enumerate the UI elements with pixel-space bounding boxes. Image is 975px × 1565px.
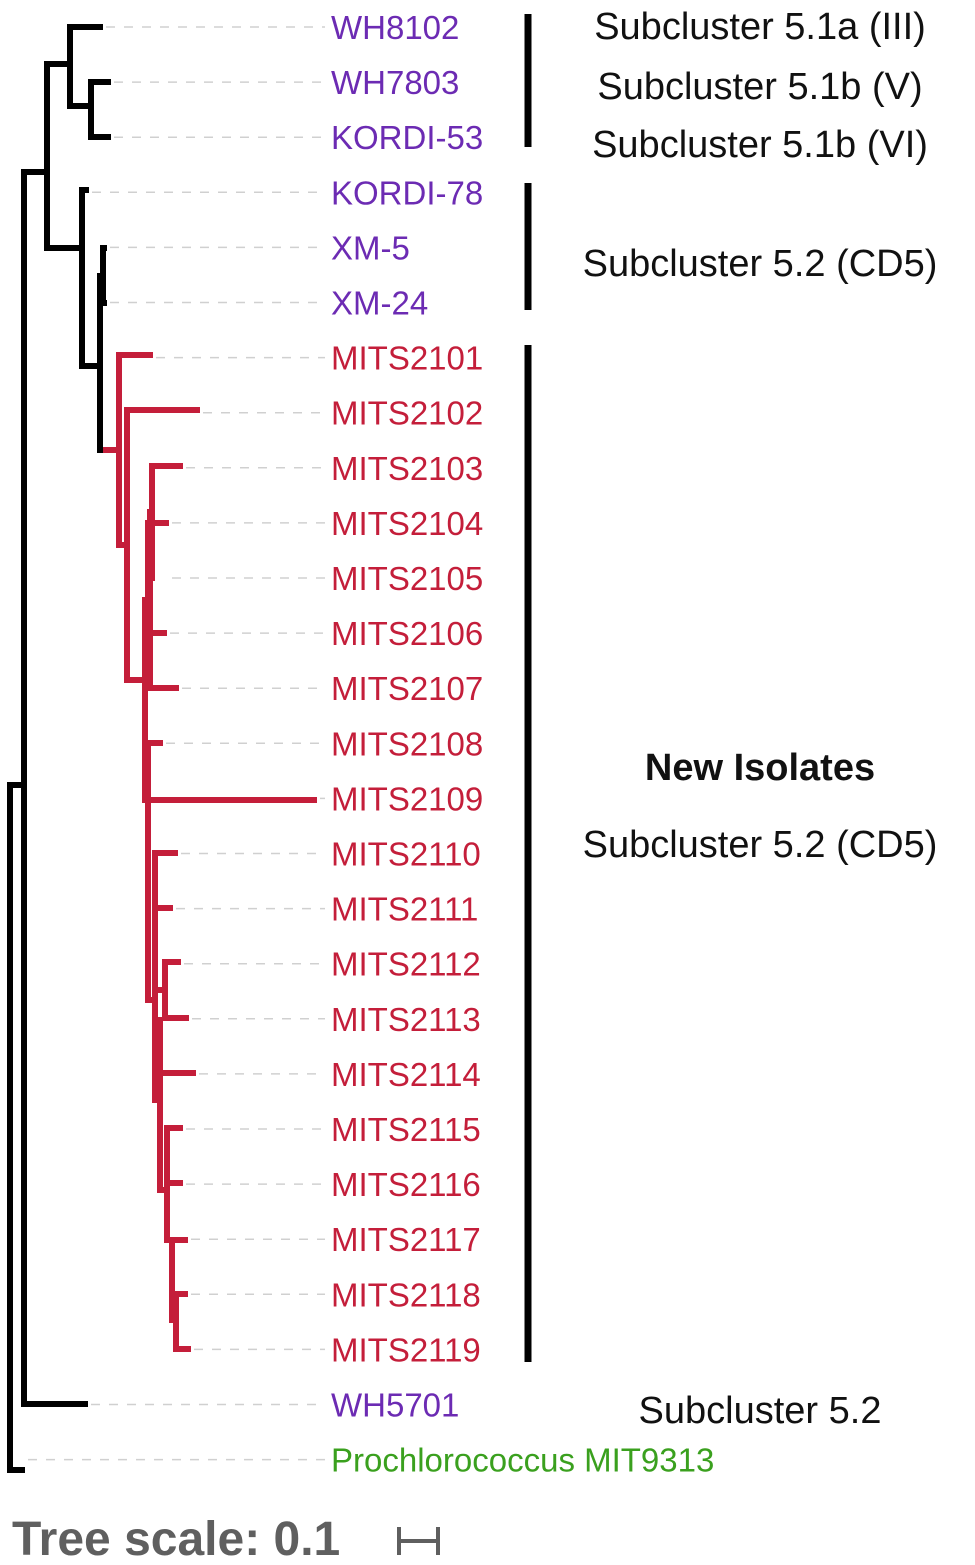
leaf-label-mits2113: MITS2113 xyxy=(331,1001,481,1038)
leaf-label-mits2114: MITS2114 xyxy=(331,1056,481,1093)
clade-label-5-2: Subcluster 5.2 xyxy=(639,1390,882,1432)
leaf-label-mits2103: MITS2103 xyxy=(331,450,483,487)
leaf-label-mits2104: MITS2104 xyxy=(331,505,483,542)
tree-scale-label: Tree scale: 0.1 xyxy=(12,1513,340,1565)
tree-scale-bar xyxy=(397,1527,440,1555)
new-isolates-title: New Isolates xyxy=(645,747,875,789)
leaf-guide-lines xyxy=(28,26,325,1461)
leaf-label-mits2119: MITS2119 xyxy=(331,1331,481,1368)
leaf-label-mits2111: MITS2111 xyxy=(331,891,478,928)
leaf-label-xm-5: XM-5 xyxy=(331,229,410,266)
leaf-label-prochlorococcus-mit9313: Prochlorococcus MIT9313 xyxy=(331,1442,714,1479)
leaf-label-mits2108: MITS2108 xyxy=(331,725,483,762)
leaf-label-mits2109: MITS2109 xyxy=(331,780,483,817)
leaf-label-mits2101: MITS2101 xyxy=(331,340,483,377)
leaf-label-kordi-53: KORDI-53 xyxy=(331,119,483,156)
leaf-label-wh8102: WH8102 xyxy=(331,9,459,46)
leaf-labels: WH8102WH7803KORDI-53KORDI-78XM-5XM-24MIT… xyxy=(331,9,714,1479)
leaf-label-xm-24: XM-24 xyxy=(331,285,428,322)
leaf-label-kordi-78: KORDI-78 xyxy=(331,174,483,211)
leaf-label-mits2116: MITS2116 xyxy=(331,1166,481,1203)
leaf-label-mits2102: MITS2102 xyxy=(331,395,483,432)
clade-label-5-1b-v: Subcluster 5.1b (V) xyxy=(597,66,922,108)
leaf-label-mits2107: MITS2107 xyxy=(331,670,483,707)
leaf-label-mits2118: MITS2118 xyxy=(331,1276,481,1313)
clade-label-5-2-cd5-reference: Subcluster 5.2 (CD5) xyxy=(583,243,938,285)
clade-label-5-2-cd5-new: Subcluster 5.2 (CD5) xyxy=(583,824,938,866)
leaf-label-mits2115: MITS2115 xyxy=(331,1111,481,1148)
new-isolate-branches xyxy=(103,352,317,1352)
leaf-label-mits2105: MITS2105 xyxy=(331,560,483,597)
reference-branches xyxy=(7,24,111,1473)
leaf-label-wh7803: WH7803 xyxy=(331,64,459,101)
leaf-label-mits2117: MITS2117 xyxy=(331,1221,481,1258)
leaf-label-wh5701: WH5701 xyxy=(331,1387,459,1424)
clade-label-5-1b-vi: Subcluster 5.1b (VI) xyxy=(592,124,928,166)
clade-label-5-1a: Subcluster 5.1a (III) xyxy=(594,6,926,48)
leaf-label-mits2110: MITS2110 xyxy=(331,836,481,873)
leaf-label-mits2106: MITS2106 xyxy=(331,615,483,652)
leaf-label-mits2112: MITS2112 xyxy=(331,946,481,983)
